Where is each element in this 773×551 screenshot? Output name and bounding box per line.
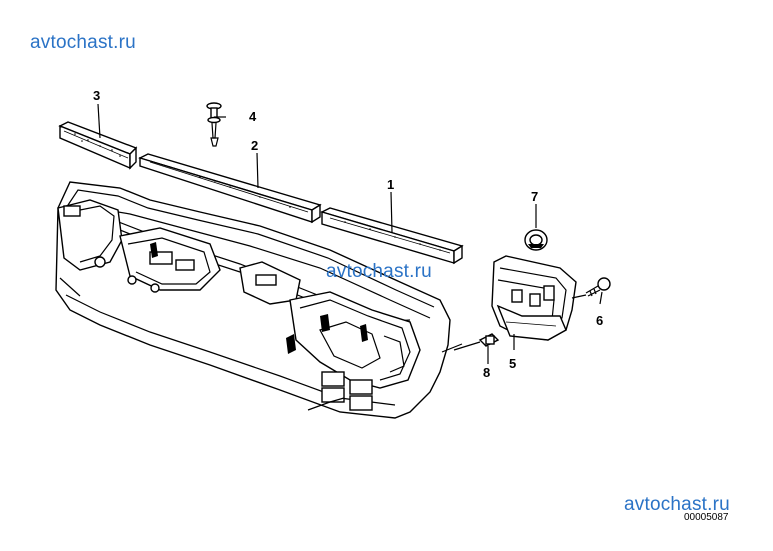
callout-2: 2 (251, 138, 258, 153)
callout-1: 1 (387, 177, 394, 192)
callout-4: 4 (249, 109, 257, 124)
watermark-top: avtochast.ru (30, 32, 136, 53)
front-panel-assembly (55, 181, 463, 419)
document-number: 00005087 (684, 512, 729, 523)
callout-3: 3 (93, 88, 100, 103)
part-8-pin (453, 333, 500, 351)
callout-6: 6 (596, 313, 603, 328)
callout-numbers: 3 4 2 1 7 6 5 8 (93, 88, 603, 380)
callout-5: 5 (509, 356, 516, 371)
part-2-rail (138, 153, 322, 224)
part-7-grommet (524, 229, 548, 251)
callout-8: 8 (483, 365, 490, 380)
part-4-clip (206, 102, 222, 147)
leader-lines (97, 103, 603, 364)
callout-7: 7 (531, 189, 538, 204)
watermark-bottom: avtochast.ru (624, 494, 730, 515)
watermark-middle: avtochast.ru (326, 261, 432, 282)
part-6-screw (571, 277, 611, 299)
part-5-bracket (491, 255, 577, 341)
part-3-rail (58, 121, 138, 170)
